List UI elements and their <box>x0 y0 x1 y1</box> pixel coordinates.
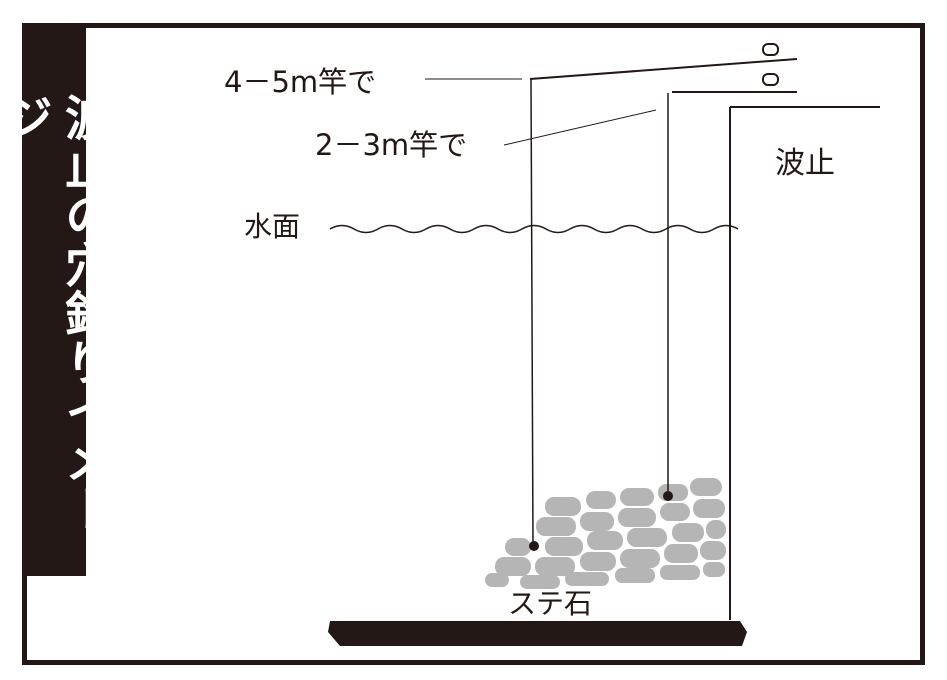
rod-long-label: 4－5m竿で <box>224 65 376 99</box>
long-rod-reel-icon <box>762 43 779 56</box>
diagram-frame <box>22 23 925 665</box>
reel-icons <box>762 43 779 86</box>
seabed <box>328 621 747 646</box>
rod-short-label: 2－3m竿で <box>315 128 467 162</box>
short-rod-sinker <box>663 491 673 501</box>
long-rod-sinker <box>529 541 539 551</box>
leader-lines <box>425 78 657 146</box>
water-surface-wave <box>329 224 739 234</box>
rubble-stones-label: ステ石 <box>508 587 592 620</box>
diagram-title: 波止の穴釣りイメージ <box>0 93 112 534</box>
long-rod <box>529 58 798 551</box>
title-bar: 波止の穴釣りイメージ <box>0 23 112 576</box>
water-surface-label: 水面 <box>244 210 300 243</box>
breakwater-label: 波止 <box>775 146 835 181</box>
breakwater-wall <box>729 106 880 620</box>
rubble-stones <box>485 478 726 589</box>
short-rod-reel-icon <box>762 73 779 86</box>
short-rod <box>663 91 797 501</box>
